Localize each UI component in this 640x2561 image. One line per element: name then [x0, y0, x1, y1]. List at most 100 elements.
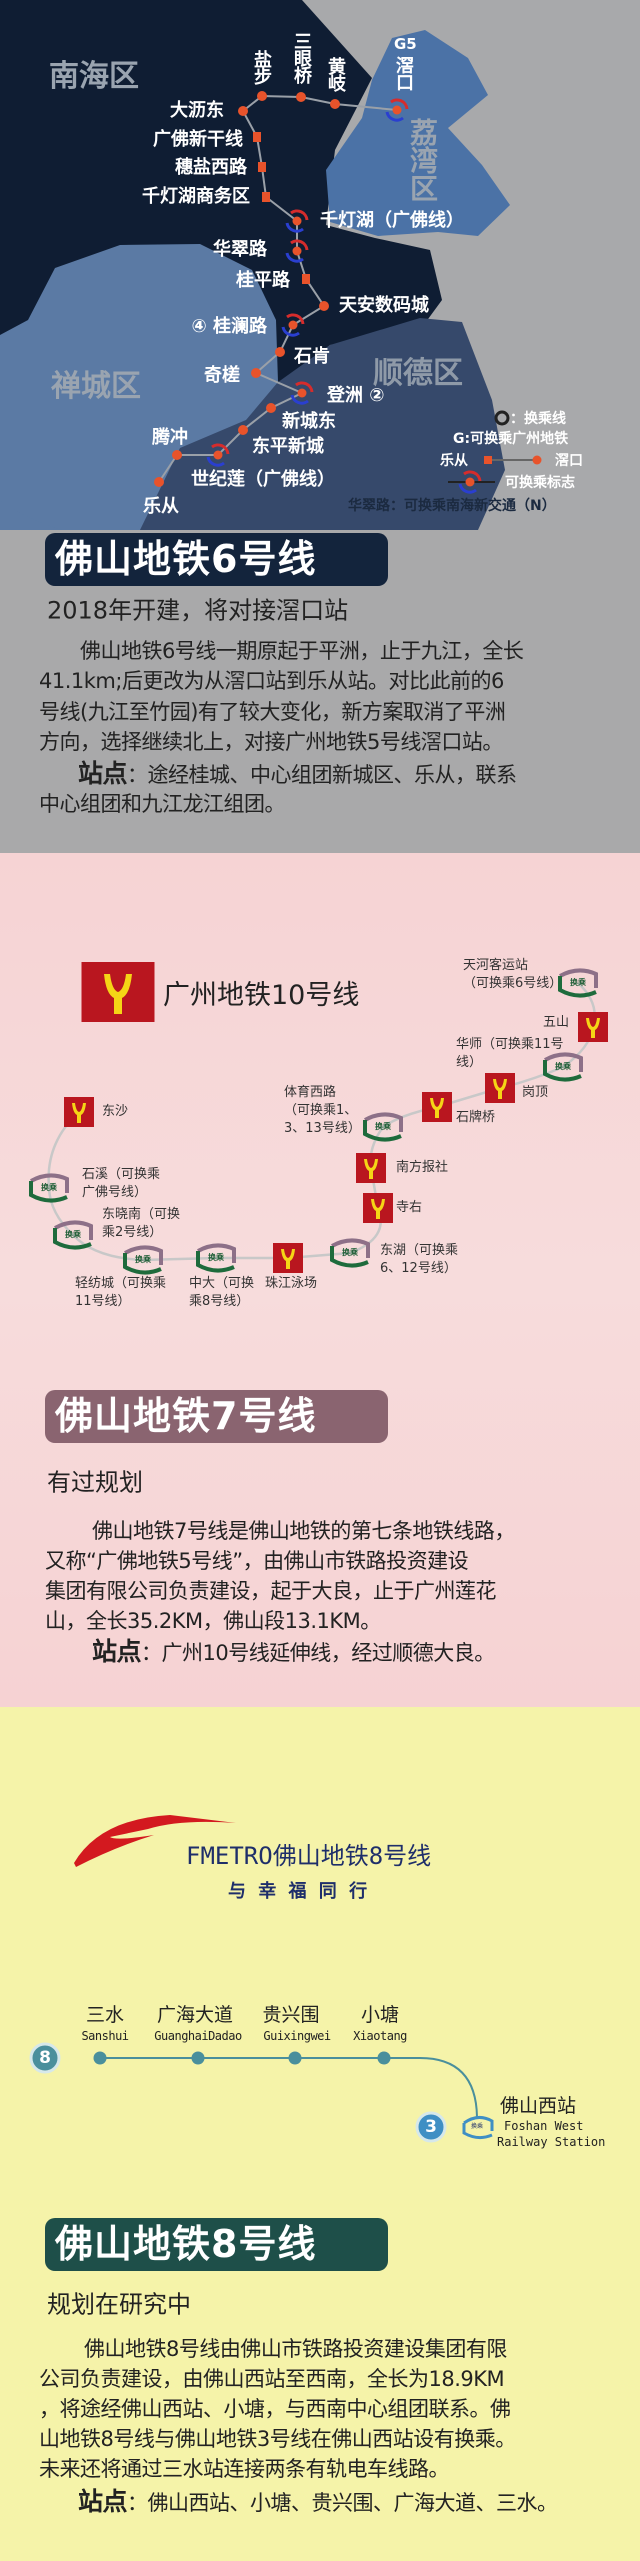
station-dot	[377, 2051, 391, 2065]
station-dot	[238, 106, 248, 116]
station-label-guilanlu: ④ 桂澜路	[191, 316, 267, 337]
station-label-guangfoxinganxian: 广佛新干线	[153, 129, 243, 150]
station-label-dongpingxincheng: 东平新城	[252, 436, 324, 457]
line7-body-line: 佛山地铁7号线是佛山地铁的第七条地铁线路，	[92, 1519, 515, 1543]
region-nanhai: 南海区	[49, 59, 139, 94]
station-dot	[258, 162, 266, 172]
station-label-sanyanqiao: 三眼桥	[291, 32, 312, 83]
line8-badge-circle	[29, 2042, 61, 2074]
gz-metro-logo	[81, 962, 155, 1022]
station-label-nanfangbaoshe: 南方报社	[396, 1160, 449, 1175]
region-liwan: 荔湾区	[406, 118, 439, 202]
station-en-guanghaidadao: GuanghaiDadao	[154, 2029, 242, 2043]
station-label-shixi: 石溪（可换乘广佛号线）	[82, 1167, 161, 1200]
station-dot	[275, 347, 285, 357]
transfer-icon: 换乘	[554, 968, 602, 998]
station-dot	[266, 403, 276, 413]
interchange-marker	[385, 98, 409, 122]
fmetro-brand-title: FMETRO佛山地铁8号线	[186, 1842, 432, 1870]
line8-title-badge: 佛山地铁8号线	[45, 2218, 388, 2271]
line8-body-line: 佛山地铁8号线由佛山市铁路投资建设集团有限	[84, 2337, 507, 2361]
line8-badge: 8	[39, 2048, 51, 2068]
station-label-g5: G5	[394, 35, 417, 53]
line6-subtitle: 2018年开建，将对接滘口站	[47, 596, 349, 625]
transfer-icon: 换乘	[192, 1243, 240, 1273]
transfer-icon: 换乘	[326, 1238, 374, 1268]
interchange-marker	[206, 443, 230, 467]
fmetro-logo-swoosh	[74, 1815, 236, 1867]
transfer-icon	[462, 2116, 494, 2140]
station-dot	[251, 368, 261, 378]
shunde-region	[135, 318, 505, 530]
station-label-dengzhou: 登洲 ②	[327, 385, 385, 406]
station-en-sanshui: Sanshui	[81, 2029, 129, 2043]
chancheng-region	[0, 244, 278, 530]
line8-body-line: 公司负责建设，由佛山西站至西南，全长为18.9KM	[39, 2367, 505, 2391]
station-label-lecong: 乐从	[143, 496, 179, 517]
station-dot	[330, 99, 340, 109]
line7-subtitle: 有过规划	[47, 1468, 143, 1497]
line8-stations-line: 站点：佛山西站、小塘、贵兴围、广海大道、三水。	[78, 2487, 558, 2516]
station-label-shijilian: 世纪莲（广佛线）	[191, 469, 335, 490]
line6-body-line: 41.1km;后更改为从滘口站到乐从站。对比此前的6	[39, 669, 504, 693]
gz-station-icon	[356, 1153, 386, 1183]
line6-stations-line: 站点：途经桂城、中心组团新城区、乐从，联系	[78, 759, 517, 788]
transfer-icon: 换乘	[119, 1245, 167, 1275]
gz-station-icon	[578, 1012, 608, 1042]
station-dot	[302, 274, 310, 284]
legend-dot	[484, 456, 492, 464]
station-label-yanbu: 盐步	[251, 50, 272, 84]
line7-body-line: 集团有限公司负责建设，起于大良，止于广州莲花	[45, 1579, 497, 1603]
fmetro-slogan: 与 幸 福 同 行	[228, 1881, 371, 1902]
station-dot	[288, 2051, 302, 2065]
transfer-icon: 换乘	[49, 1220, 97, 1250]
station-label-guipinglu: 桂平路	[236, 270, 290, 291]
transfer-badge-text: 换乘	[471, 2123, 484, 2130]
station-en-xiaotang: Xiaotang	[353, 2029, 407, 2043]
line8-body-line: 山地铁8号线与佛山地铁3号线在佛山西站设有换乘。	[39, 2427, 516, 2451]
stations-label: 站点	[78, 2487, 128, 2516]
line7-title-badge: 佛山地铁7号线	[45, 1390, 388, 1443]
station-dot	[191, 2051, 205, 2065]
region-chancheng: 禅城区	[51, 369, 141, 404]
station-label-jiaokou: 滘口	[393, 56, 414, 90]
interchange-marker	[290, 381, 314, 405]
line3-badge: 3	[425, 2117, 437, 2137]
station-label-siyou: 寺右	[396, 1200, 423, 1215]
station-label-dongxiaonan: 东晓南（可换乘2号线）	[102, 1207, 181, 1240]
region-shunde: 顺德区	[373, 356, 463, 391]
legend-from: 乐从	[440, 453, 468, 469]
station-label-tiananshumacheng: 天安数码城	[339, 295, 429, 316]
gz-station-icon	[422, 1092, 452, 1122]
legend-transfer-line: ：换乘线	[510, 411, 566, 427]
stations-label: 站点	[78, 759, 128, 788]
line6-map	[0, 0, 640, 530]
line7-section: 广州地铁10号线 换乘 换乘 换乘 换乘 换乘 换乘 换乘 换乘 天河客运站（可…	[0, 853, 640, 1707]
station-dot	[172, 450, 182, 460]
station-label-zhujiangyongchang: 珠江泳场	[265, 1276, 318, 1291]
station-dot	[238, 425, 248, 435]
line8-route	[29, 2042, 494, 2143]
station-label-shiken: 石肯	[294, 346, 330, 367]
legend-to: 滘口	[555, 453, 583, 469]
line8-body-line: ，将途经佛山西站、小塘，与西南中心组团联系。佛	[39, 2397, 511, 2421]
station-label-shipaiqiao: 石牌桥	[456, 1110, 496, 1125]
station-en-foshanxi-2: Railway Station	[497, 2135, 606, 2149]
station-label-dalidong: 大沥东	[170, 100, 224, 121]
station-label-tianhe: 天河客运站（可换乘6号线）	[463, 958, 563, 991]
legend-note: 华翠路：可换乘南海新交通（N）	[348, 498, 556, 514]
station-label-sanshui: 三水	[85, 2004, 125, 2026]
station-label-qicha: 奇槎	[204, 365, 240, 386]
station-label-guixingwei: 贵兴围	[262, 2004, 320, 2026]
gz-station-icon	[485, 1073, 515, 1103]
line8-section: FMETRO佛山地铁8号线 与 幸 福 同 行 8 3 换乘 三水 Sanshu…	[0, 1707, 640, 2561]
line2-badge: ②	[369, 385, 385, 406]
station-label-qiandenghu: 千灯湖（广佛线）	[320, 210, 464, 231]
line7-stations-line: 站点：广州10号线延伸线，经过顺德大良。	[92, 1637, 495, 1666]
station-label-suiyanxilu: 穗盐西路	[175, 157, 247, 178]
station-label-huashi: 华师（可换乘11号线）	[456, 1037, 564, 1070]
line8-subtitle: 规划在研究中	[47, 2290, 191, 2319]
transfer-icon: 换乘	[359, 1112, 407, 1142]
station-label-xiaotang: 小塘	[360, 2004, 400, 2026]
